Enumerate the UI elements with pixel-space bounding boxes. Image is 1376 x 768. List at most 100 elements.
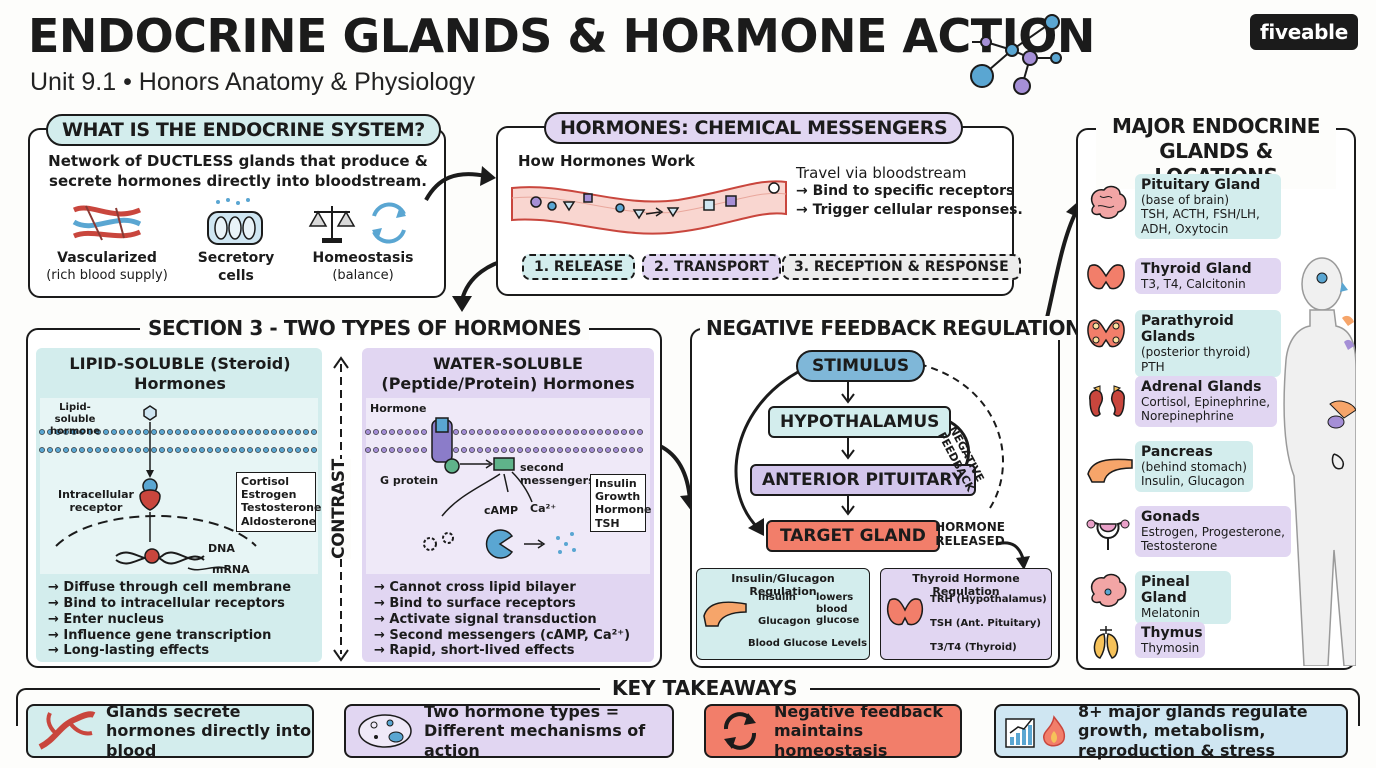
camp-label: cAMP (484, 504, 519, 517)
tsh-label: TSH (Ant. Pituitary) (930, 618, 1041, 629)
trigger-text: → Trigger cellular responses. (796, 202, 1023, 218)
takeaway-card-types: Two hormone types = Different mechanisms… (344, 702, 674, 760)
growth-chart-icon (1005, 715, 1066, 748)
gland-card-pituitary[interactable]: Pituitary Gland (base of brain) TSH, ACT… (1135, 174, 1281, 240)
lipid-bullets: → Diffuse through cell membrane → Bind t… (48, 580, 291, 659)
what-is-title: WHAT IS THE ENDOCRINE SYSTEM? (46, 114, 441, 146)
gland-detail: Estrogen, Progesterone, Testosterone (1141, 525, 1285, 554)
feature-secretory-label: Secretory cells (197, 250, 275, 284)
water-bullets: → Cannot cross lipid bilayer → Bind to s… (374, 580, 630, 659)
takeaway-card-glands-count: 8+ major glands regulate growth, metabol… (994, 702, 1348, 760)
lipid-diagram (39, 405, 317, 571)
gland-detail: (base of brain) TSH, ACTH, FSH/LH, ADH, … (1141, 193, 1260, 236)
gland-card-adrenal[interactable]: Adrenal Glands Cortisol, Epinephrine, No… (1135, 376, 1277, 427)
gland-detail: T3, T4, Calcitonin (1141, 277, 1246, 292)
gland-name: Thyroid Gland (1141, 261, 1252, 277)
stage-reception[interactable]: 3. RECEPTION & RESPONSE (782, 254, 1021, 280)
example-growth-hormone: Growth Hormone (595, 490, 652, 517)
feedback-title: NEGATIVE FEEDBACK REGULATION (700, 316, 1088, 340)
g-protein-label: G protein (380, 474, 439, 487)
gland-detail: Cortisol, Epinephrine, Norepinephrine (1141, 395, 1271, 424)
example-aldosterone: Aldosterone (241, 514, 317, 528)
kidney-icon (1089, 385, 1125, 417)
how-hormones-work: How Hormones Work (518, 152, 695, 170)
blood-glucose-label: Blood Glucose Levels (748, 638, 868, 649)
stimulus-node[interactable]: STIMULUS (796, 350, 926, 382)
water-bullet: → Activate signal transduction (374, 611, 597, 627)
feature-homeostasis-label: Homeostasis (312, 250, 414, 266)
molecule-icon (970, 14, 1062, 95)
takeaways-title: KEY TAKEAWAYS (600, 676, 810, 700)
lipid-examples-box: Cortisol Estrogen Testosterone Aldostero… (236, 472, 321, 532)
pancreas-small-icon (703, 601, 747, 627)
gland-detail: (behind stomach) Insulin, Glucagon (1141, 460, 1247, 489)
gland-name: Pituitary Gland (1141, 177, 1261, 193)
blood-vessel-icon (38, 711, 96, 750)
gland-name: Adrenal Glands (1141, 379, 1262, 395)
example-cortisol: Cortisol (241, 475, 289, 488)
gland-detail: Thymosin (1141, 641, 1200, 656)
takeaway-text: Glands secrete hormones directly into bl… (106, 702, 312, 760)
takeaway-card-feedback: Negative feedback maintains homeostasis (704, 702, 962, 760)
cell-icon (358, 714, 412, 748)
lipid-bullet: → Enter nucleus (48, 611, 165, 627)
brain-icon (1090, 185, 1127, 219)
feature-homeostasis-sub: (balance) (332, 268, 394, 283)
gland-name: Gonads (1141, 509, 1200, 525)
gland-card-gonads[interactable]: Gonads Estrogen, Progesterone, Testoster… (1135, 506, 1291, 557)
stage-release[interactable]: 1. RELEASE (522, 254, 636, 280)
pancreas-icon (1087, 458, 1133, 483)
gland-name: Thymus (1141, 625, 1203, 641)
lipid-bullet: → Diffuse through cell membrane (48, 580, 292, 595)
parathyroid-icon (1087, 319, 1125, 348)
secretory-cells-icon (207, 198, 263, 245)
t3t4-label: T3/T4 (Thyroid) (930, 642, 1017, 653)
gland-card-parathyroid[interactable]: Parathyroid Glands (posterior thyroid) P… (1135, 310, 1281, 377)
water-bullet: → Rapid, short-lived effects (374, 643, 575, 659)
pineal-brain-icon (1090, 573, 1127, 607)
target-gland-node[interactable]: TARGET GLAND (766, 520, 940, 552)
takeaway-text: 8+ major glands regulate growth, metabol… (1078, 702, 1308, 760)
gland-card-pancreas[interactable]: Pancreas (behind stomach) Insulin, Gluca… (1135, 441, 1253, 492)
water-examples-box: Insulin Growth Hormone TSH (590, 474, 652, 532)
water-bullet: → Cannot cross lipid bilayer (374, 580, 576, 595)
pituitary-node[interactable]: ANTERIOR PITUITARY (750, 464, 976, 496)
lipid-bullet: → Bind to intracellular receptors (48, 595, 285, 611)
example-tsh: TSH (595, 516, 620, 530)
what-is-description: Network of DUCTLESS glands that produce … (48, 152, 428, 190)
lowers-label: lowers blood glucose (816, 592, 860, 626)
gland-card-pineal[interactable]: Pineal Gland Melatonin (1135, 571, 1231, 624)
stage-transport[interactable]: 2. TRANSPORT (642, 254, 781, 280)
thyroid-small-icon (886, 598, 924, 626)
takeaway-text: Negative feedback maintains homeostasis (774, 702, 943, 760)
gland-card-thyroid[interactable]: Thyroid Gland T3, T4, Calcitonin (1135, 258, 1281, 295)
example-insulin: Insulin (595, 477, 637, 490)
cycle-arrows-icon (724, 712, 756, 750)
takeaway-card-glands: Glands secrete hormones directly into bl… (26, 702, 314, 760)
intracellular-receptor-label: Intracellular receptor (57, 488, 134, 515)
uterus-icon (1086, 519, 1130, 550)
second-messengers-label: second messengers (520, 461, 595, 487)
water-bullet: → Bind to surface receptors (374, 595, 576, 611)
gland-card-thymus[interactable]: Thymus Thymosin (1135, 622, 1205, 659)
feature-vascularized-label: Vascularized (57, 250, 157, 266)
lipid-hormone-label: Lipid-soluble hormone (49, 402, 101, 437)
hypothalamus-node[interactable]: HYPOTHALAMUS (768, 406, 952, 438)
thyroid-icon (1087, 264, 1125, 290)
water-hormone-label: Hormone (370, 402, 427, 415)
brand-logo[interactable]: fiveable (1250, 14, 1358, 50)
contrast-label: CONTRAST (329, 459, 351, 559)
dna-label: DNA (208, 542, 235, 555)
gland-name: Pancreas (1141, 444, 1213, 460)
gland-name: Pineal Gland (1141, 574, 1190, 607)
water-diagram (365, 417, 643, 559)
bind-text: → Bind to specific receptors (796, 183, 1015, 199)
water-title: WATER-SOLUBLE (Peptide/Protein) Hormones (381, 354, 635, 393)
section3-title: SECTION 3 - TWO TYPES OF HORMONES (140, 316, 590, 340)
glucagon-label: Glucagon (758, 616, 811, 627)
blood-vessels-icon (72, 205, 142, 241)
lipid-bullet: → Long-lasting effects (48, 643, 210, 659)
lipid-bullet: → Influence gene transcription (48, 627, 272, 643)
water-bullet: → Second messengers (cAMP, Ca²⁺) (374, 627, 631, 643)
example-estrogen: Estrogen (241, 488, 297, 502)
